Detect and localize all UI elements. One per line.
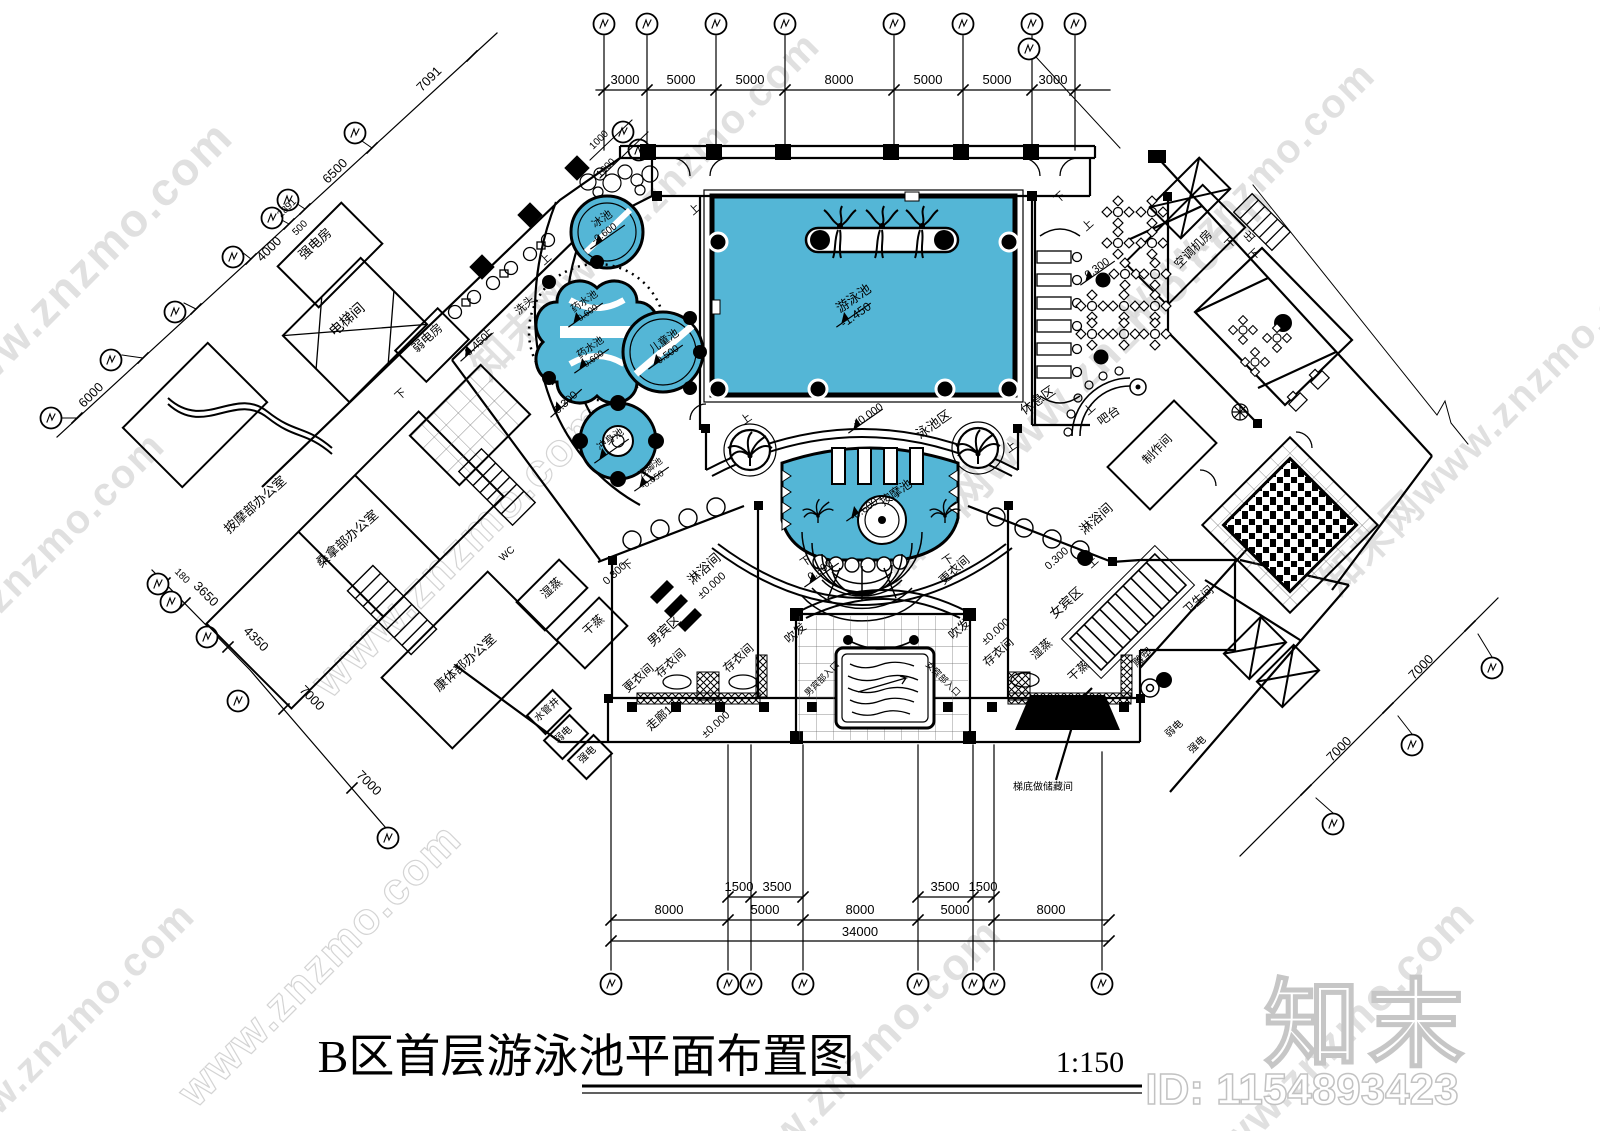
scallops bbox=[812, 554, 908, 573]
dim-label: 4350 bbox=[241, 623, 272, 654]
dim-label: 3500 bbox=[931, 879, 960, 894]
room-label-pipe-shaft: 水管井 bbox=[531, 695, 562, 725]
shower-stalls bbox=[622, 497, 1090, 560]
dim-label: 5000 bbox=[914, 72, 943, 87]
down-mark: 下 bbox=[393, 387, 409, 403]
room-label-men-area: 男宾区 bbox=[644, 612, 683, 649]
dim-label: 1000 bbox=[587, 128, 611, 152]
dim-label: 8000 bbox=[825, 72, 854, 87]
dim-label: 3000 bbox=[1039, 72, 1068, 87]
dim-label: 5000 bbox=[941, 902, 970, 917]
lounge-chairs bbox=[1036, 228, 1083, 404]
room-label-cloak-room: 存衣间 bbox=[720, 640, 757, 675]
arch-pillars bbox=[831, 447, 924, 485]
room-label-stair-note: 梯底做储藏间 bbox=[1013, 780, 1073, 793]
dim-label: 3650 bbox=[191, 578, 222, 609]
watermark-text: www.znzmo.com bbox=[708, 908, 1011, 1131]
up-mark: 上 bbox=[738, 411, 754, 428]
watermark-text: 知末网www.znzmo.com bbox=[0, 423, 174, 788]
furniture-layer bbox=[346, 164, 1330, 740]
room-label-strong-elec: 强电 bbox=[575, 743, 599, 766]
dim-label: 1500 bbox=[725, 879, 754, 894]
room-label-dry-steam: 干蒸 bbox=[1065, 658, 1092, 684]
dim-label: 8000 bbox=[1037, 902, 1066, 917]
dim-label: 5000 bbox=[667, 72, 696, 87]
drawing-title: B区首层游泳池平面布置图 bbox=[318, 1031, 855, 1082]
room-label-corridor: 走廊1 bbox=[643, 702, 676, 734]
break-line bbox=[1252, 184, 1469, 445]
room-label-dry-steam: 干蒸 bbox=[580, 612, 607, 638]
level-mark: ±0.000 bbox=[700, 709, 733, 740]
room-label-toilet: 卫生间 bbox=[1180, 583, 1216, 618]
dim-label: 180 bbox=[172, 566, 192, 586]
dim-label: 34000 bbox=[842, 924, 878, 939]
room-label-sculpture: 雕塑 bbox=[1129, 644, 1155, 669]
drawing-scale: 1:150 bbox=[1056, 1046, 1124, 1079]
stair-left-lower bbox=[346, 564, 438, 656]
room-label-prep-room: 制作间 bbox=[1139, 431, 1174, 466]
stair-left-mid bbox=[457, 447, 537, 527]
wall-layer bbox=[121, 144, 1433, 793]
wall-poche bbox=[604, 191, 1262, 703]
sculpture-item bbox=[1140, 678, 1160, 698]
room-label-massage-office: 按摩部办公室 bbox=[221, 473, 289, 536]
pool-beads bbox=[542, 255, 707, 395]
room-label-elevator: 电梯间 bbox=[326, 299, 368, 339]
watermark-text: 知末网www.znzmo.com bbox=[1313, 238, 1600, 603]
dim-label: 1500 bbox=[969, 879, 998, 894]
colonnade-columns bbox=[640, 144, 1039, 160]
foliage bbox=[579, 164, 659, 198]
dim-label: 3500 bbox=[763, 879, 792, 894]
palm-circles bbox=[723, 421, 1005, 524]
dim-label: 8000 bbox=[655, 902, 684, 917]
bottom-grid-bubbles bbox=[599, 972, 1114, 996]
planter-row bbox=[447, 232, 556, 320]
dim-label: 5000 bbox=[983, 72, 1012, 87]
down-mark: 下 bbox=[1052, 190, 1068, 206]
room-label-sauna-office: 桑拿部办公室 bbox=[313, 507, 381, 570]
watermark-text: 知末网www.znzmo.com bbox=[0, 893, 204, 1131]
room-label-change-room: 更衣间 bbox=[620, 660, 657, 695]
stair-exit bbox=[1232, 192, 1292, 252]
dim-label: 5000 bbox=[736, 72, 765, 87]
diving-bar bbox=[804, 205, 960, 259]
up-mark: 上 bbox=[1079, 217, 1096, 234]
room-label-fitness-office: 康体部办公室 bbox=[431, 631, 499, 694]
dim-label: 7091 bbox=[413, 63, 444, 94]
bar-counter bbox=[1063, 366, 1147, 437]
room-label-wc: WC bbox=[497, 544, 517, 563]
room-label-shower-room: 淋浴间 bbox=[1076, 500, 1115, 537]
locker-hatch bbox=[636, 654, 1133, 705]
site-logo: 知末 bbox=[1264, 972, 1472, 1079]
level-mark: 0.300 bbox=[1043, 545, 1071, 572]
stair-direction-marks: 上 上 上 上 上 上 上 上 下 下 下 下 下 下 下 出 bbox=[393, 190, 1263, 574]
dim-label: 7000 bbox=[1323, 733, 1354, 764]
level-mark: ±0.000 bbox=[851, 401, 885, 430]
top-grid-bubbles bbox=[592, 12, 1121, 149]
diamond-markers bbox=[469, 155, 590, 280]
bench-blocks bbox=[649, 579, 703, 633]
pool-layer bbox=[527, 189, 1024, 573]
title-block: B区首层游泳池平面布置图 1:150 bbox=[318, 1031, 1142, 1094]
dim-label: 8000 bbox=[846, 902, 875, 917]
dim-label: 5000 bbox=[751, 902, 780, 917]
dim-label: 3000 bbox=[611, 72, 640, 87]
dim-label: 7000 bbox=[1405, 651, 1436, 682]
dim-label: 7000 bbox=[354, 767, 385, 798]
room-label-weak-elec: 弱电 bbox=[1162, 717, 1186, 740]
stair-women-main bbox=[1060, 544, 1196, 680]
room-label-women-area: 女宾区 bbox=[1046, 584, 1085, 621]
brand-block: 知末 ID: 1154893423 bbox=[1145, 971, 1472, 1115]
room-label-wet-steam: 湿蒸 bbox=[1027, 635, 1055, 662]
watermark-layer: 知末网www.znzmo.com 知末网www.znzmo.com www.zn… bbox=[0, 23, 1600, 1131]
dim-label: 500 bbox=[290, 218, 310, 238]
entrance-court bbox=[797, 589, 969, 740]
room-label-pool-zone: 泳池区 bbox=[913, 407, 954, 442]
room-label-bar: 吧台 bbox=[1094, 402, 1122, 428]
dim-label: 4000 bbox=[253, 233, 284, 264]
pool-columns bbox=[707, 231, 1020, 400]
image-id: ID: 1154893423 bbox=[1145, 1065, 1458, 1114]
cafe-tables bbox=[1228, 315, 1330, 421]
